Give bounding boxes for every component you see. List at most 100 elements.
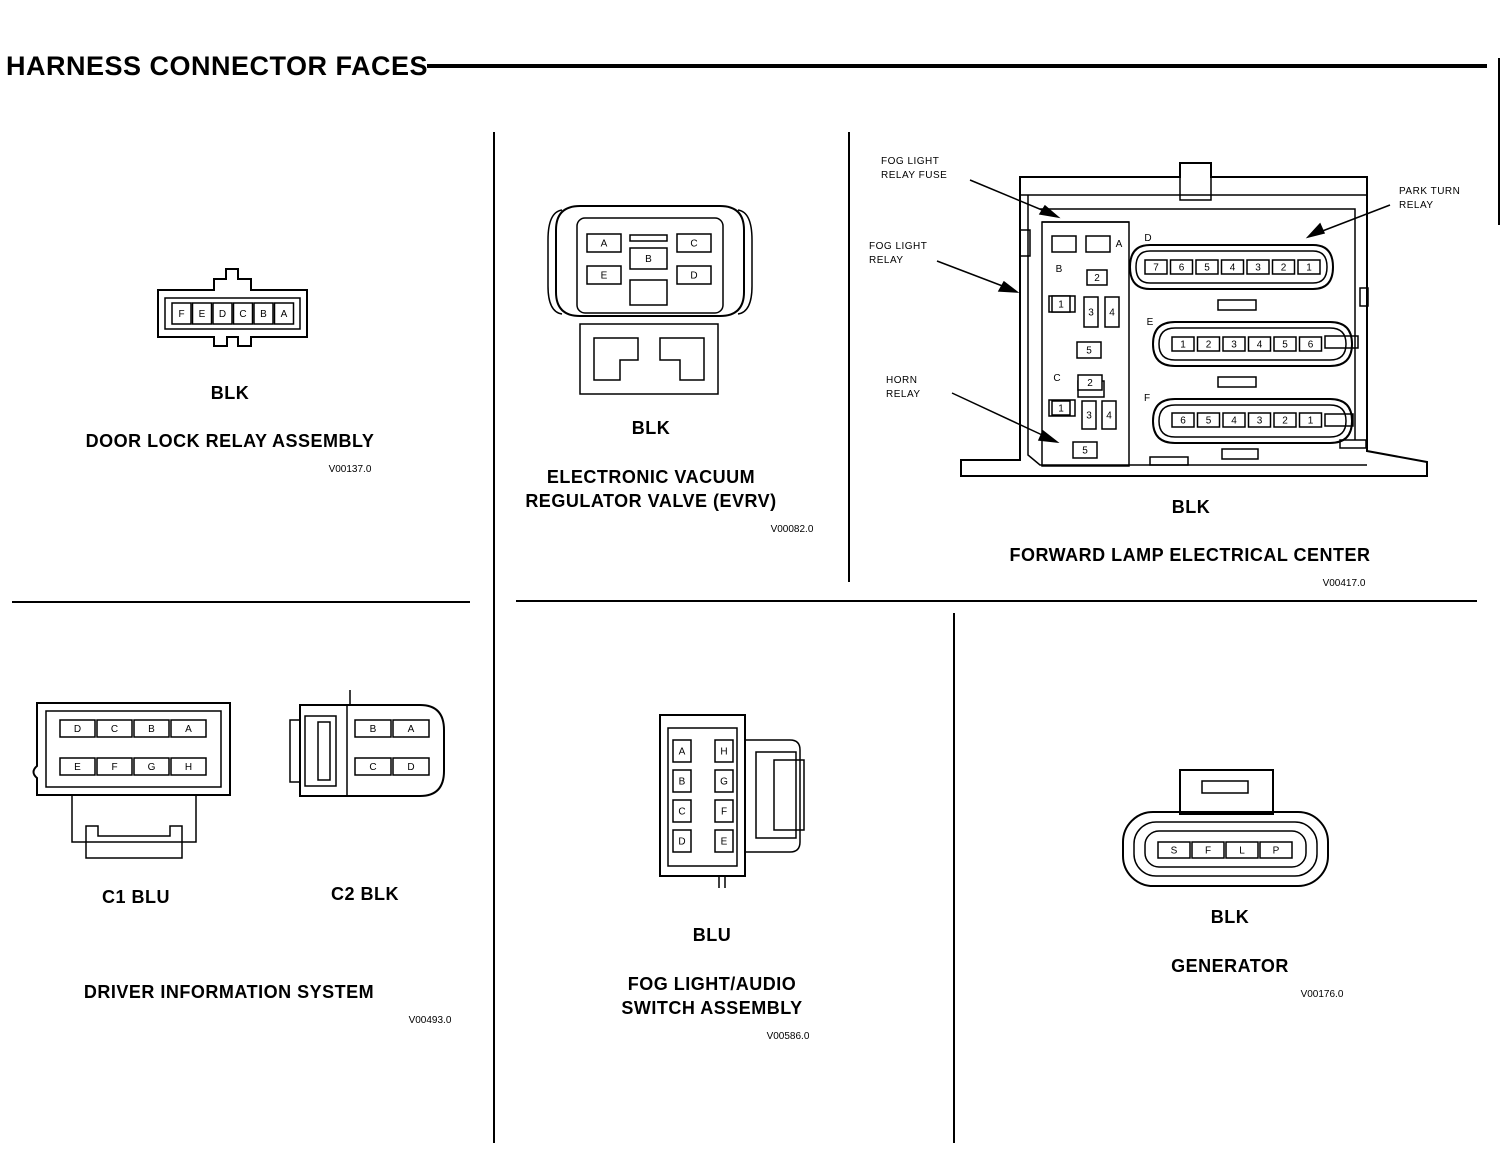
callout-horn-1: HORN xyxy=(886,375,917,386)
c2-pin-c-cavity xyxy=(354,757,392,776)
door-lock-ref: V00137.0 xyxy=(329,464,372,475)
evrv-pin-a-label: A xyxy=(601,239,608,250)
fog-audio-pin-d-label: D xyxy=(678,837,685,848)
generator-pin-f-label: F xyxy=(1205,846,1211,857)
driver-info-c2-label: C2 BLK xyxy=(331,884,399,904)
cavity-letter-d: D xyxy=(1144,233,1151,244)
c1-pin-c-cavity xyxy=(96,719,133,738)
row-e-pin-5-cavity xyxy=(1273,336,1297,352)
row-d-pin-3-cavity xyxy=(1246,259,1270,275)
forward-lamp-ref: V00417.0 xyxy=(1323,578,1366,589)
row-f-pin-4-cavity xyxy=(1222,412,1246,428)
generator-pin-f-cavity xyxy=(1191,841,1225,859)
generator-pin-l-label: L xyxy=(1239,846,1245,857)
c2-pin-a-cavity xyxy=(392,719,430,738)
fog-audio-pin-f-label: F xyxy=(721,807,727,818)
evrv-pin-c-cavity xyxy=(676,233,712,253)
cavity-letter-c: C xyxy=(1053,373,1060,384)
evrv-pin-e-cavity xyxy=(586,265,622,285)
relay-a-pin-3-label: 3 xyxy=(1088,308,1094,319)
relay-c-pin-2-cavity xyxy=(1077,374,1103,391)
row-e-pin-1-cavity xyxy=(1171,336,1195,352)
fog-audio-pin-c-cavity xyxy=(672,799,692,823)
c1-pin-f-label: F xyxy=(111,762,117,773)
fog-audio-pin-b-cavity xyxy=(672,769,692,793)
row-d-pin-2-label: 2 xyxy=(1281,263,1287,274)
door-lock-pin-e-label: E xyxy=(199,309,206,320)
c2-pin-b-cavity xyxy=(354,719,392,738)
c1-pin-e-cavity xyxy=(59,757,96,776)
fog-audio-pin-b-label: B xyxy=(679,777,686,788)
panel-dividers xyxy=(12,132,1477,1143)
fog-audio-pin-c-label: C xyxy=(678,807,685,818)
c1-pin-c-label: C xyxy=(111,724,118,735)
c1-pin-d-label: D xyxy=(74,724,81,735)
row-f-pin-6-label: 6 xyxy=(1180,416,1186,427)
c1-pin-a-cavity xyxy=(170,719,207,738)
c1-pin-f-cavity xyxy=(96,757,133,776)
generator-ref: V00176.0 xyxy=(1301,989,1344,1000)
callout-horn-2: RELAY xyxy=(886,389,921,400)
fog-audio-pin-a-cavity xyxy=(672,739,692,763)
door-lock-pin-a-cavity xyxy=(273,302,295,325)
row-e-pin-6-cavity xyxy=(1298,336,1323,352)
relay-a-pin-2-label: 2 xyxy=(1094,273,1100,284)
forward-lamp-color: BLK xyxy=(1172,497,1211,517)
row-d-pin-2-cavity xyxy=(1271,259,1296,275)
door-lock-color: BLK xyxy=(211,383,250,403)
door-lock-pin-c-cavity xyxy=(232,302,254,325)
row-d-pin-7-label: 7 xyxy=(1153,263,1159,274)
row-d-pin-1-cavity xyxy=(1297,259,1321,275)
relay-c-pin-3-cavity xyxy=(1081,400,1097,430)
row-f-pin-4-label: 4 xyxy=(1231,416,1237,427)
c1-pin-d-cavity xyxy=(59,719,96,738)
row-f-pin-5-label: 5 xyxy=(1206,416,1212,427)
generator-pin-s-cavity xyxy=(1157,841,1191,859)
fog-audio-name-line1: FOG LIGHT/AUDIO xyxy=(628,974,797,994)
evrv-pin-b-label: B xyxy=(645,254,652,265)
fog-audio-pin-g-label: G xyxy=(720,777,728,788)
c2-pin-b-label: B xyxy=(370,724,377,735)
fog-audio-pin-a-label: A xyxy=(679,747,686,758)
forward-lamp-callouts: FOG LIGHT RELAY FUSE FOG LIGHT RELAY HOR… xyxy=(869,156,1460,400)
row-f-pin-3-cavity xyxy=(1247,412,1272,428)
cavity-letter-b: B xyxy=(1056,264,1063,275)
row-f-pin-5-cavity xyxy=(1196,412,1221,428)
c1-pin-b-label: B xyxy=(148,724,155,735)
c1-pin-e-label: E xyxy=(74,762,81,773)
row-f-pin-2-cavity xyxy=(1273,412,1297,428)
door-lock-name: DOOR LOCK RELAY ASSEMBLY xyxy=(86,431,375,451)
cavity-letter-a: A xyxy=(1116,239,1123,250)
callout-park-2: RELAY xyxy=(1399,200,1434,211)
door-lock-pin-c-label: C xyxy=(239,309,246,320)
callout-fog-relay-1: FOG LIGHT xyxy=(869,241,927,252)
relay-c-pin-1-cavity xyxy=(1051,400,1071,416)
c2-pin-a-label: A xyxy=(408,724,415,735)
evrv-pin-c-label: C xyxy=(690,239,697,250)
evrv-pin-d-label: D xyxy=(690,271,697,282)
fog-audio-pin-e-cavity xyxy=(714,829,734,853)
c2-pin-d-cavity xyxy=(392,757,430,776)
row-d-pin-5-cavity xyxy=(1195,259,1219,275)
fog-audio-pin-e-label: E xyxy=(721,837,728,848)
relay-c-pin-2-label: 2 xyxy=(1087,378,1093,389)
row-e-pin-5-label: 5 xyxy=(1282,340,1288,351)
c1-pin-g-label: G xyxy=(148,762,156,773)
row-f-pin-2-label: 2 xyxy=(1282,416,1288,427)
generator-pin-p-label: P xyxy=(1273,846,1280,857)
fog-audio-color: BLU xyxy=(693,925,732,945)
evrv-name-line1: ELECTRONIC VACUUM xyxy=(547,467,755,487)
c1-pin-h-label: H xyxy=(185,762,192,773)
fog-audio-pin-h-cavity xyxy=(714,739,734,763)
driver-info-c1-label: C1 BLU xyxy=(102,887,170,907)
row-d-pin-5-label: 5 xyxy=(1204,263,1210,274)
generator-pin-l-cavity xyxy=(1225,841,1259,859)
relay-c-pin-1-label: 1 xyxy=(1058,404,1064,415)
door-lock-pin-b-label: B xyxy=(260,309,267,320)
relay-a-pin-5-label: 5 xyxy=(1086,346,1092,357)
